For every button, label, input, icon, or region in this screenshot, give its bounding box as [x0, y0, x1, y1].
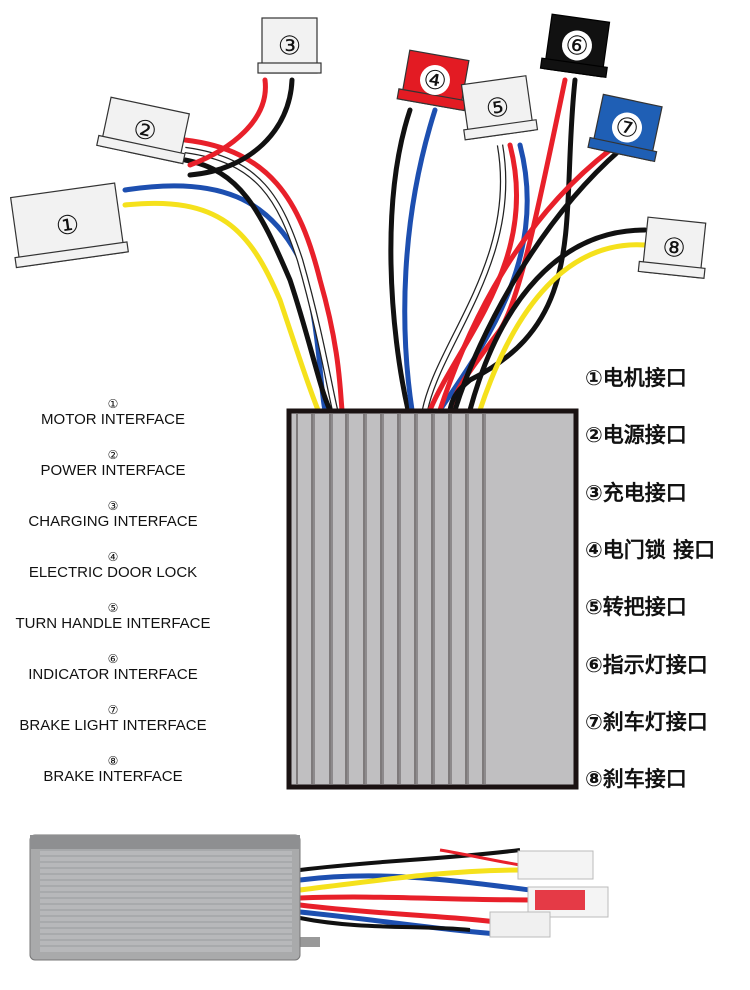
connector-number: ⑧ [661, 232, 687, 264]
connectors: ① ② ③ ④ ⑤ ⑥ ⑦ ⑧ [9, 13, 707, 279]
wire [477, 242, 648, 413]
label-number: ⑥ [107, 652, 119, 666]
label-cn-8: ⑧刹车接口 [585, 767, 687, 792]
wire [437, 147, 613, 413]
connector-4: ④ [396, 49, 470, 112]
label-text: BRAKE INTERFACE [43, 768, 183, 785]
wire [182, 157, 333, 413]
label-cn-6: ⑥指示灯接口 [585, 652, 708, 677]
wire [467, 227, 648, 413]
label-text: INDICATOR INTERFACE [28, 666, 198, 683]
wire [187, 77, 295, 178]
label-cn-3: ③充电接口 [585, 480, 687, 505]
connector-3: ③ [257, 17, 322, 74]
connector-8: ⑧ [637, 216, 707, 279]
label-text: POWER INTERFACE [40, 462, 186, 479]
label-text: CHARGING INTERFACE [28, 513, 198, 530]
label-cn-7: ⑦刹车灯接口 [585, 709, 708, 734]
label-number: ⑧ [107, 754, 119, 768]
label-text: ELECTRIC DOOR LOCK [28, 564, 198, 581]
wire [187, 77, 268, 168]
wires [122, 77, 648, 413]
wire [452, 147, 623, 413]
connector-number: ⑥ [563, 30, 590, 63]
connector-number: ⑤ [484, 92, 511, 125]
connector-number: ③ [278, 32, 301, 62]
label-cn-2: ②电源接口 [585, 423, 687, 448]
label-number: ④ [107, 550, 119, 564]
label-number: ③ [107, 499, 119, 513]
controller-photo [29, 834, 609, 961]
label-text: MOTOR INTERFACE [41, 411, 185, 428]
connector-5: ⑤ [460, 75, 539, 141]
label-number: ① [107, 397, 119, 411]
controller-box [286, 408, 579, 790]
wire [447, 77, 578, 413]
label-text: TURN HANDLE INTERFACE [15, 615, 211, 632]
label-cn-1: ①电机接口 [585, 366, 687, 390]
wire [122, 200, 321, 413]
label-number: ⑦ [107, 703, 119, 717]
connector-2: ② [96, 96, 191, 165]
wire [183, 148, 337, 412]
connector-6: ⑥ [539, 13, 611, 79]
label-text: BRAKE LIGHT INTERFACE [19, 717, 207, 734]
wire [423, 143, 506, 412]
label-number: ⑤ [107, 601, 119, 615]
label-cn-5: ⑤转把接口 [585, 595, 687, 620]
connector-1: ① [9, 182, 129, 269]
label-number: ② [107, 448, 119, 462]
wire [402, 107, 438, 413]
connector-number: ① [54, 210, 81, 243]
wire [388, 107, 413, 413]
connector-7: ⑦ [587, 93, 663, 163]
label-cn-4: ④电门锁 接口 [585, 537, 716, 562]
connector-number: ④ [421, 64, 449, 98]
